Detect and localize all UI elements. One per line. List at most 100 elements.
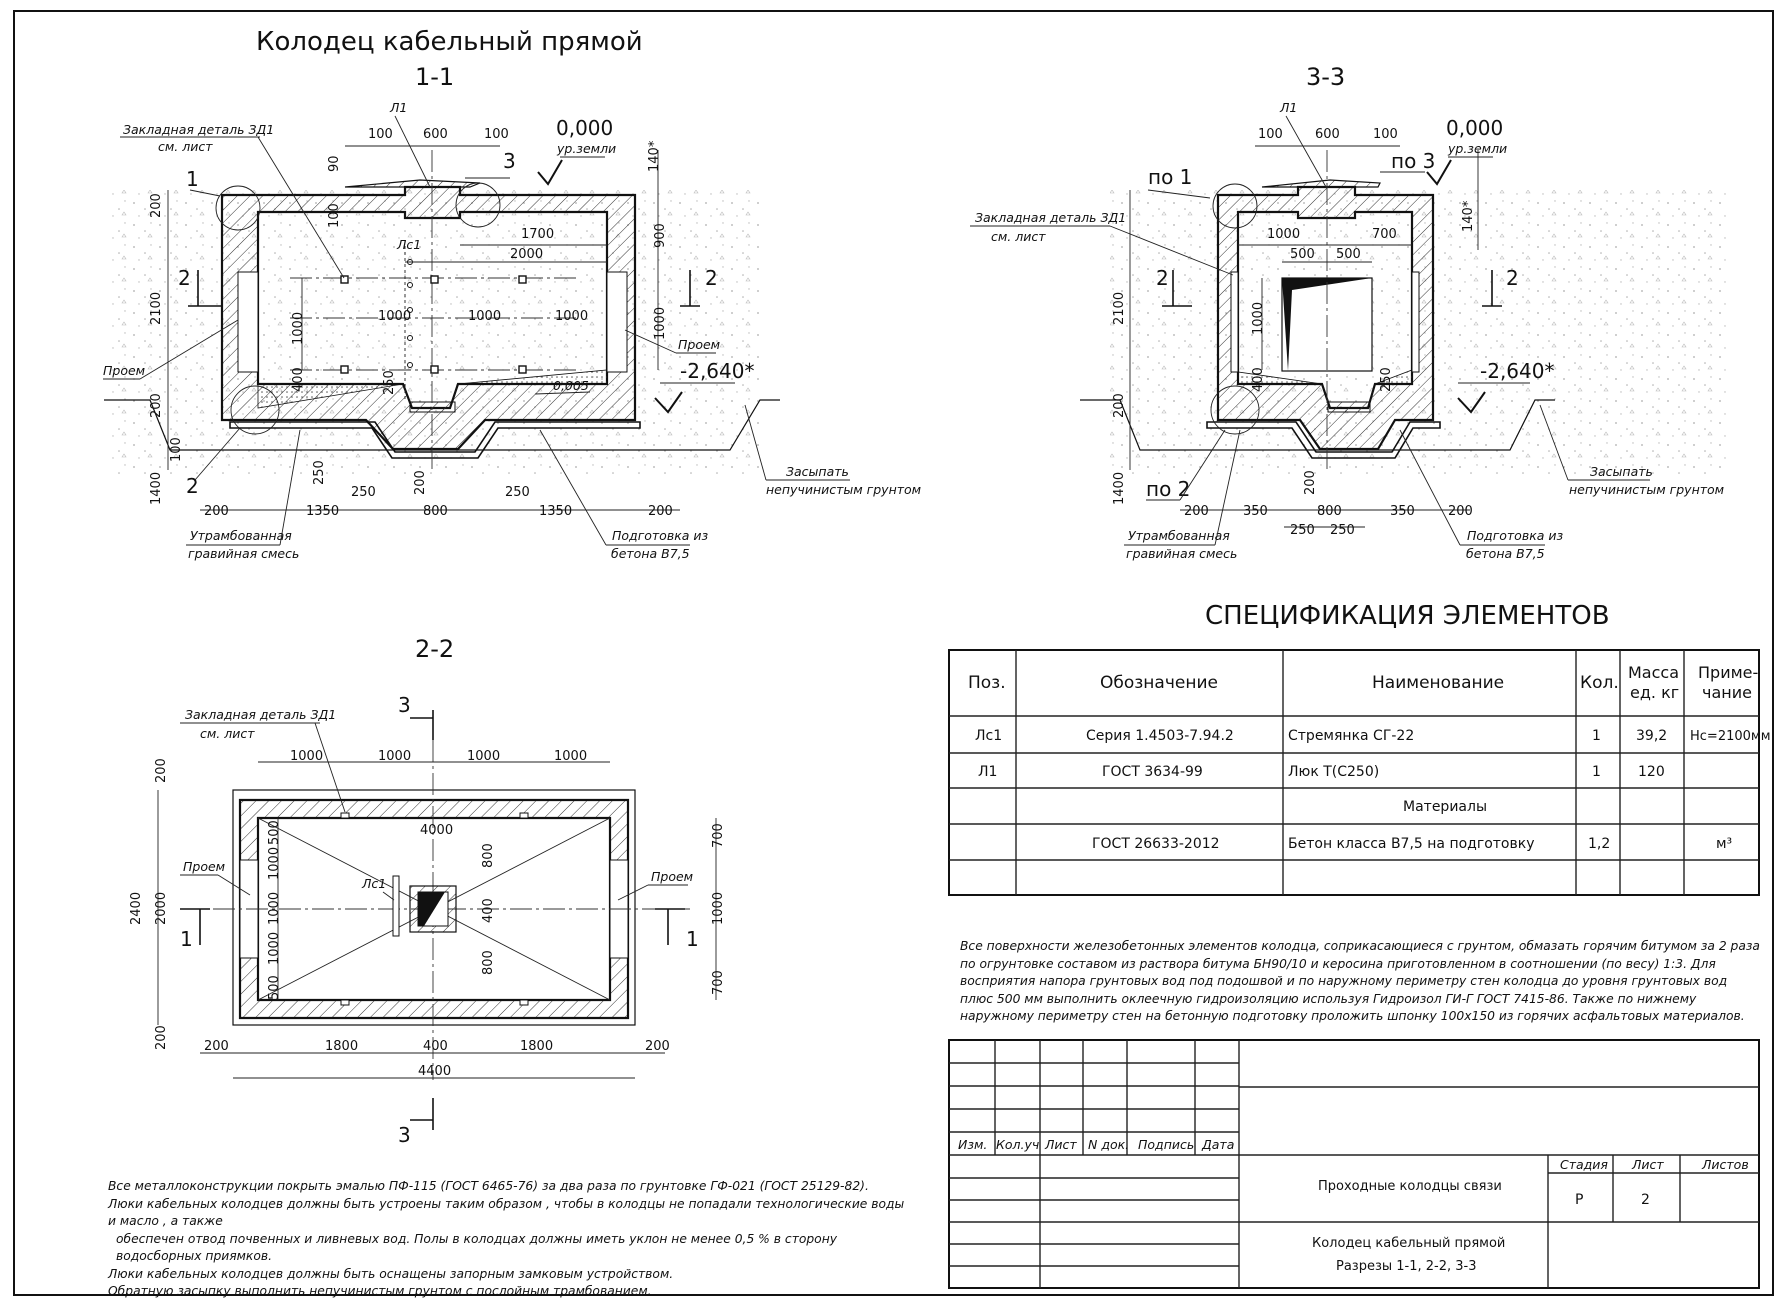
svg-text:Материалы: Материалы — [1403, 799, 1487, 815]
svg-text:Наименование: Наименование — [1372, 673, 1504, 693]
svg-text:1400: 1400 — [149, 472, 164, 505]
svg-text:200: 200 — [204, 504, 229, 519]
manhole-cover — [344, 179, 481, 188]
spec-title: СПЕЦИФИКАЦИЯ ЭЛЕМЕНТОВ — [1205, 601, 1610, 631]
proem-right — [606, 271, 628, 373]
svg-text:Закладная деталь ЗД1: Закладная деталь ЗД1 — [185, 707, 336, 722]
svg-text:непучинистым грунтом: непучинистым грунтом — [1569, 482, 1724, 497]
svg-text:100: 100 — [1258, 127, 1283, 142]
svg-text:400: 400 — [423, 1039, 448, 1054]
concrete-prep — [229, 421, 641, 459]
svg-text:2000: 2000 — [154, 892, 169, 925]
svg-text:700: 700 — [711, 823, 726, 848]
section-2-2-title: 2-2 — [415, 635, 454, 663]
svg-text:1000: 1000 — [267, 892, 282, 925]
svg-text:4000: 4000 — [420, 823, 453, 838]
svg-text:400: 400 — [481, 898, 496, 923]
svg-text:900: 900 — [653, 223, 668, 248]
svg-text:200: 200 — [149, 393, 164, 418]
svg-text:700: 700 — [1372, 227, 1397, 242]
svg-text:100: 100 — [368, 127, 393, 142]
svg-text:1000: 1000 — [554, 749, 587, 764]
svg-text:3: 3 — [398, 1123, 411, 1147]
svg-text:200: 200 — [1184, 504, 1209, 519]
proem-left — [237, 271, 259, 373]
svg-text:90: 90 — [327, 155, 342, 172]
svg-text:-2,640*: -2,640* — [1480, 359, 1554, 383]
svg-text:гравийная смесь: гравийная смесь — [188, 546, 299, 561]
svg-text:1000: 1000 — [290, 749, 323, 764]
svg-text:чание: чание — [1702, 683, 1752, 702]
svg-text:1350: 1350 — [539, 504, 572, 519]
svg-text:ГОСТ 3634-99: ГОСТ 3634-99 — [1102, 764, 1203, 780]
svg-text:Проем: Проем — [651, 869, 693, 884]
section-1-1-title: 1-1 — [415, 63, 454, 91]
svg-text:1000: 1000 — [267, 847, 282, 880]
svg-text:Поз.: Поз. — [968, 673, 1006, 693]
svg-text:Закладная деталь ЗД1: Закладная деталь ЗД1 — [975, 210, 1126, 225]
svg-text:4400: 4400 — [418, 1064, 451, 1079]
svg-text:2000: 2000 — [510, 247, 543, 262]
svg-text:Закладная деталь ЗД1: Закладная деталь ЗД1 — [123, 122, 274, 137]
svg-text:3: 3 — [398, 693, 411, 717]
svg-text:2100: 2100 — [149, 292, 164, 325]
svg-text:200: 200 — [154, 758, 169, 783]
svg-text:600: 600 — [423, 127, 448, 142]
note-line: Все металлоконструкции покрыть эмалью ПФ… — [108, 1179, 869, 1193]
svg-text:2: 2 — [1506, 266, 1519, 290]
svg-text:800: 800 — [423, 504, 448, 519]
svg-text:Колодец кабельный прямой: Колодец кабельный прямой — [1312, 1236, 1505, 1251]
svg-text:1: 1 — [186, 167, 199, 191]
svg-text:гравийная смесь: гравийная смесь — [1126, 546, 1237, 561]
sump-grate — [409, 401, 456, 413]
section-3-3: 3-3 500 500 1000 700 100 600 100 Л1 по 3… — [970, 63, 1730, 561]
svg-text:Кол.: Кол. — [1580, 673, 1619, 693]
svg-text:200: 200 — [1112, 393, 1127, 418]
svg-text:Р: Р — [1575, 1192, 1583, 1208]
svg-text:1,2: 1,2 — [1588, 836, 1610, 852]
svg-text:200: 200 — [648, 504, 673, 519]
svg-text:800: 800 — [481, 843, 496, 868]
svg-text:Проем: Проем — [678, 337, 720, 352]
svg-text:Засыпать: Засыпать — [786, 464, 849, 479]
svg-text:1000: 1000 — [378, 309, 411, 324]
svg-text:250: 250 — [1379, 367, 1394, 392]
svg-text:600: 600 — [1315, 127, 1340, 142]
svg-text:Приме-: Приме- — [1698, 663, 1758, 682]
svg-text:140*: 140* — [1461, 200, 1476, 232]
svg-text:1: 1 — [686, 927, 699, 951]
svg-text:по 1: по 1 — [1148, 165, 1192, 189]
svg-text:Л1: Л1 — [978, 764, 997, 780]
svg-text:250: 250 — [351, 485, 376, 500]
svg-text:см. лист: см. лист — [158, 139, 213, 154]
svg-text:Стадия: Стадия — [1560, 1157, 1608, 1172]
svg-text:1800: 1800 — [520, 1039, 553, 1054]
svg-text:Изм.: Изм. — [958, 1137, 987, 1152]
svg-text:1000: 1000 — [267, 932, 282, 965]
svg-text:2400: 2400 — [129, 892, 144, 925]
svg-text:0,005: 0,005 — [553, 378, 589, 393]
note-line: обеспечен отвод почвенных и ливневых вод… — [116, 1231, 838, 1264]
svg-text:1000: 1000 — [1267, 227, 1300, 242]
svg-text:1: 1 — [180, 927, 193, 951]
svg-text:2100: 2100 — [1112, 292, 1127, 325]
svg-text:Нс=2100мм: Нс=2100мм — [1690, 729, 1771, 744]
svg-text:200: 200 — [645, 1039, 670, 1054]
svg-text:700: 700 — [711, 970, 726, 995]
svg-text:Лс1: Лс1 — [361, 876, 386, 891]
svg-text:350: 350 — [1390, 504, 1415, 519]
note-waterproofing: Все поверхности железобетонных элементов… — [960, 939, 1760, 1023]
svg-text:Люк Т(С250): Люк Т(С250) — [1288, 764, 1379, 780]
svg-text:Бетон класса В7,5 на подготовк: Бетон класса В7,5 на подготовку — [1288, 836, 1534, 852]
svg-text:N док.: N док. — [1088, 1137, 1129, 1152]
svg-text:Лист: Лист — [1631, 1157, 1664, 1172]
svg-text:1400: 1400 — [1112, 472, 1127, 505]
svg-text:100: 100 — [327, 203, 342, 228]
svg-text:ед. кг: ед. кг — [1630, 683, 1679, 702]
svg-text:Подпись: Подпись — [1138, 1137, 1194, 1152]
svg-text:1000: 1000 — [468, 309, 501, 324]
notes-metal: Все металлоконструкции покрыть эмалью ПФ… — [108, 1178, 908, 1301]
svg-text:см. лист: см. лист — [991, 229, 1046, 244]
svg-text:1350: 1350 — [306, 504, 339, 519]
